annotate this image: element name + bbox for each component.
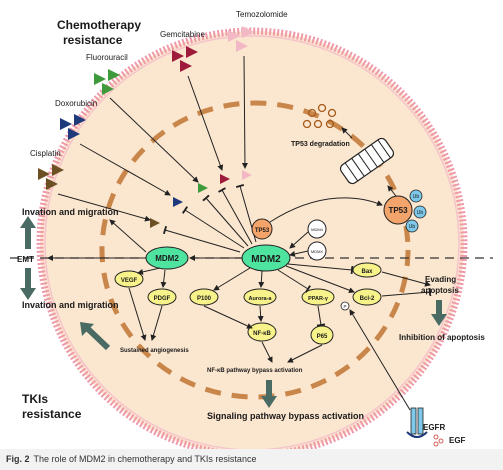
gemcitabine-icon (172, 46, 198, 72)
fluorouracil-icon (94, 69, 120, 95)
outcome-arrows (80, 300, 447, 408)
tp53-degradation-label: TP53 degradation (291, 141, 350, 148)
tkis-title: TKIs (22, 392, 48, 406)
doxorubicin-icon (60, 114, 86, 140)
cisplatin-icon (38, 164, 64, 190)
drug-label-cisplatin: Cisplatin (30, 149, 61, 158)
svg-text:MDM2: MDM2 (155, 254, 179, 263)
evading-apoptosis-label: Evading (425, 275, 456, 284)
chemotherapy-title: Chemotherapy (57, 18, 141, 32)
temozolomide-icon (228, 26, 254, 52)
tp53-node (251, 218, 273, 240)
signaling-bypass-label: Signaling pathway bypass activation (207, 411, 364, 421)
caption-text: The role of MDM2 in chemotherapy and TKI… (33, 454, 257, 464)
svg-text:MDM4: MDM4 (311, 227, 324, 232)
egfr-receptor-icon (406, 407, 428, 438)
invasion-lower-label: Invation and migration (22, 300, 119, 310)
cisplatin-inside-icon (150, 218, 160, 228)
pdgf-node: PDGF (154, 296, 171, 302)
bcl2-node: Bcl-2 (360, 296, 375, 302)
drug-label-temozolomide: Temozolomide (236, 10, 288, 19)
angiogenesis-label: Sustained angiogenesis (120, 348, 189, 354)
evading-apoptosis-label-2: apoptosis (421, 286, 459, 295)
cell-body (40, 31, 464, 449)
svg-text:MDM2: MDM2 (251, 254, 281, 265)
egfr-label: EGFR (423, 423, 445, 432)
emt-arrows (20, 216, 36, 300)
svg-text:TP53: TP53 (388, 206, 408, 215)
svg-text:P: P (343, 304, 346, 309)
tkis-title-2: resistance (22, 407, 82, 421)
svg-text:Ub: Ub (409, 224, 416, 230)
egf-ligand-icon (433, 434, 444, 447)
nucleus-envelope (99, 100, 411, 400)
drug-label-gemcitabine: Gemcitabine (160, 30, 205, 39)
phosphorylation-site (340, 301, 350, 311)
svg-text:Ub: Ub (413, 194, 420, 200)
proteasome-icon (339, 137, 395, 185)
nfkb-node: NF-κB (253, 331, 271, 337)
invasion-upper-label: Invation and migration (22, 207, 119, 217)
bax-node: Bax (361, 269, 373, 275)
fluorouracil-inside-icon (198, 183, 208, 193)
svg-text:MDMX: MDMX (311, 249, 324, 254)
svg-text:Ub: Ub (417, 210, 424, 216)
vegf-node: VEGF (121, 278, 138, 284)
emt-label: EMT (17, 255, 34, 264)
mdm4-node (307, 219, 327, 239)
inhibition-apoptosis-label: Inhibition of apoptosis (399, 333, 485, 342)
p65-node: P65 (317, 334, 328, 340)
peptide-fragments-icon (302, 103, 337, 129)
pathway-nodes: VEGF PDGF P100 Aurora-a NF-κB PPAR-γ P65… (114, 262, 382, 345)
cell-membrane (36, 27, 468, 449)
ubiquitin-chain: Ub Ub Ub (405, 189, 427, 233)
p100-node: P100 (197, 296, 212, 302)
ppar-node: PPAR-γ (308, 296, 329, 302)
nfkb-bypass-label: NF-κB pathway bypass activation (207, 368, 303, 374)
figure-number: Fig. 2 (6, 454, 30, 464)
chemotherapy-title-2: resistance (63, 33, 123, 47)
svg-text:TP53: TP53 (255, 228, 270, 234)
aurora-node: Aurora-a (249, 296, 273, 302)
temozolomide-inside-icon (242, 170, 252, 180)
gemcitabine-inside-icon (220, 174, 230, 184)
drug-label-doxorubicin: Doxorubicin (55, 99, 97, 108)
tp53-ubiquitinated (383, 195, 413, 225)
egf-label: EGF (449, 436, 466, 445)
doxorubicin-inside-icon (173, 197, 183, 207)
drug-label-fluorouracil: Fluorouracil (86, 53, 128, 62)
mdm2-diagram: Chemotherapy resistance TKIs resistance … (10, 10, 493, 449)
